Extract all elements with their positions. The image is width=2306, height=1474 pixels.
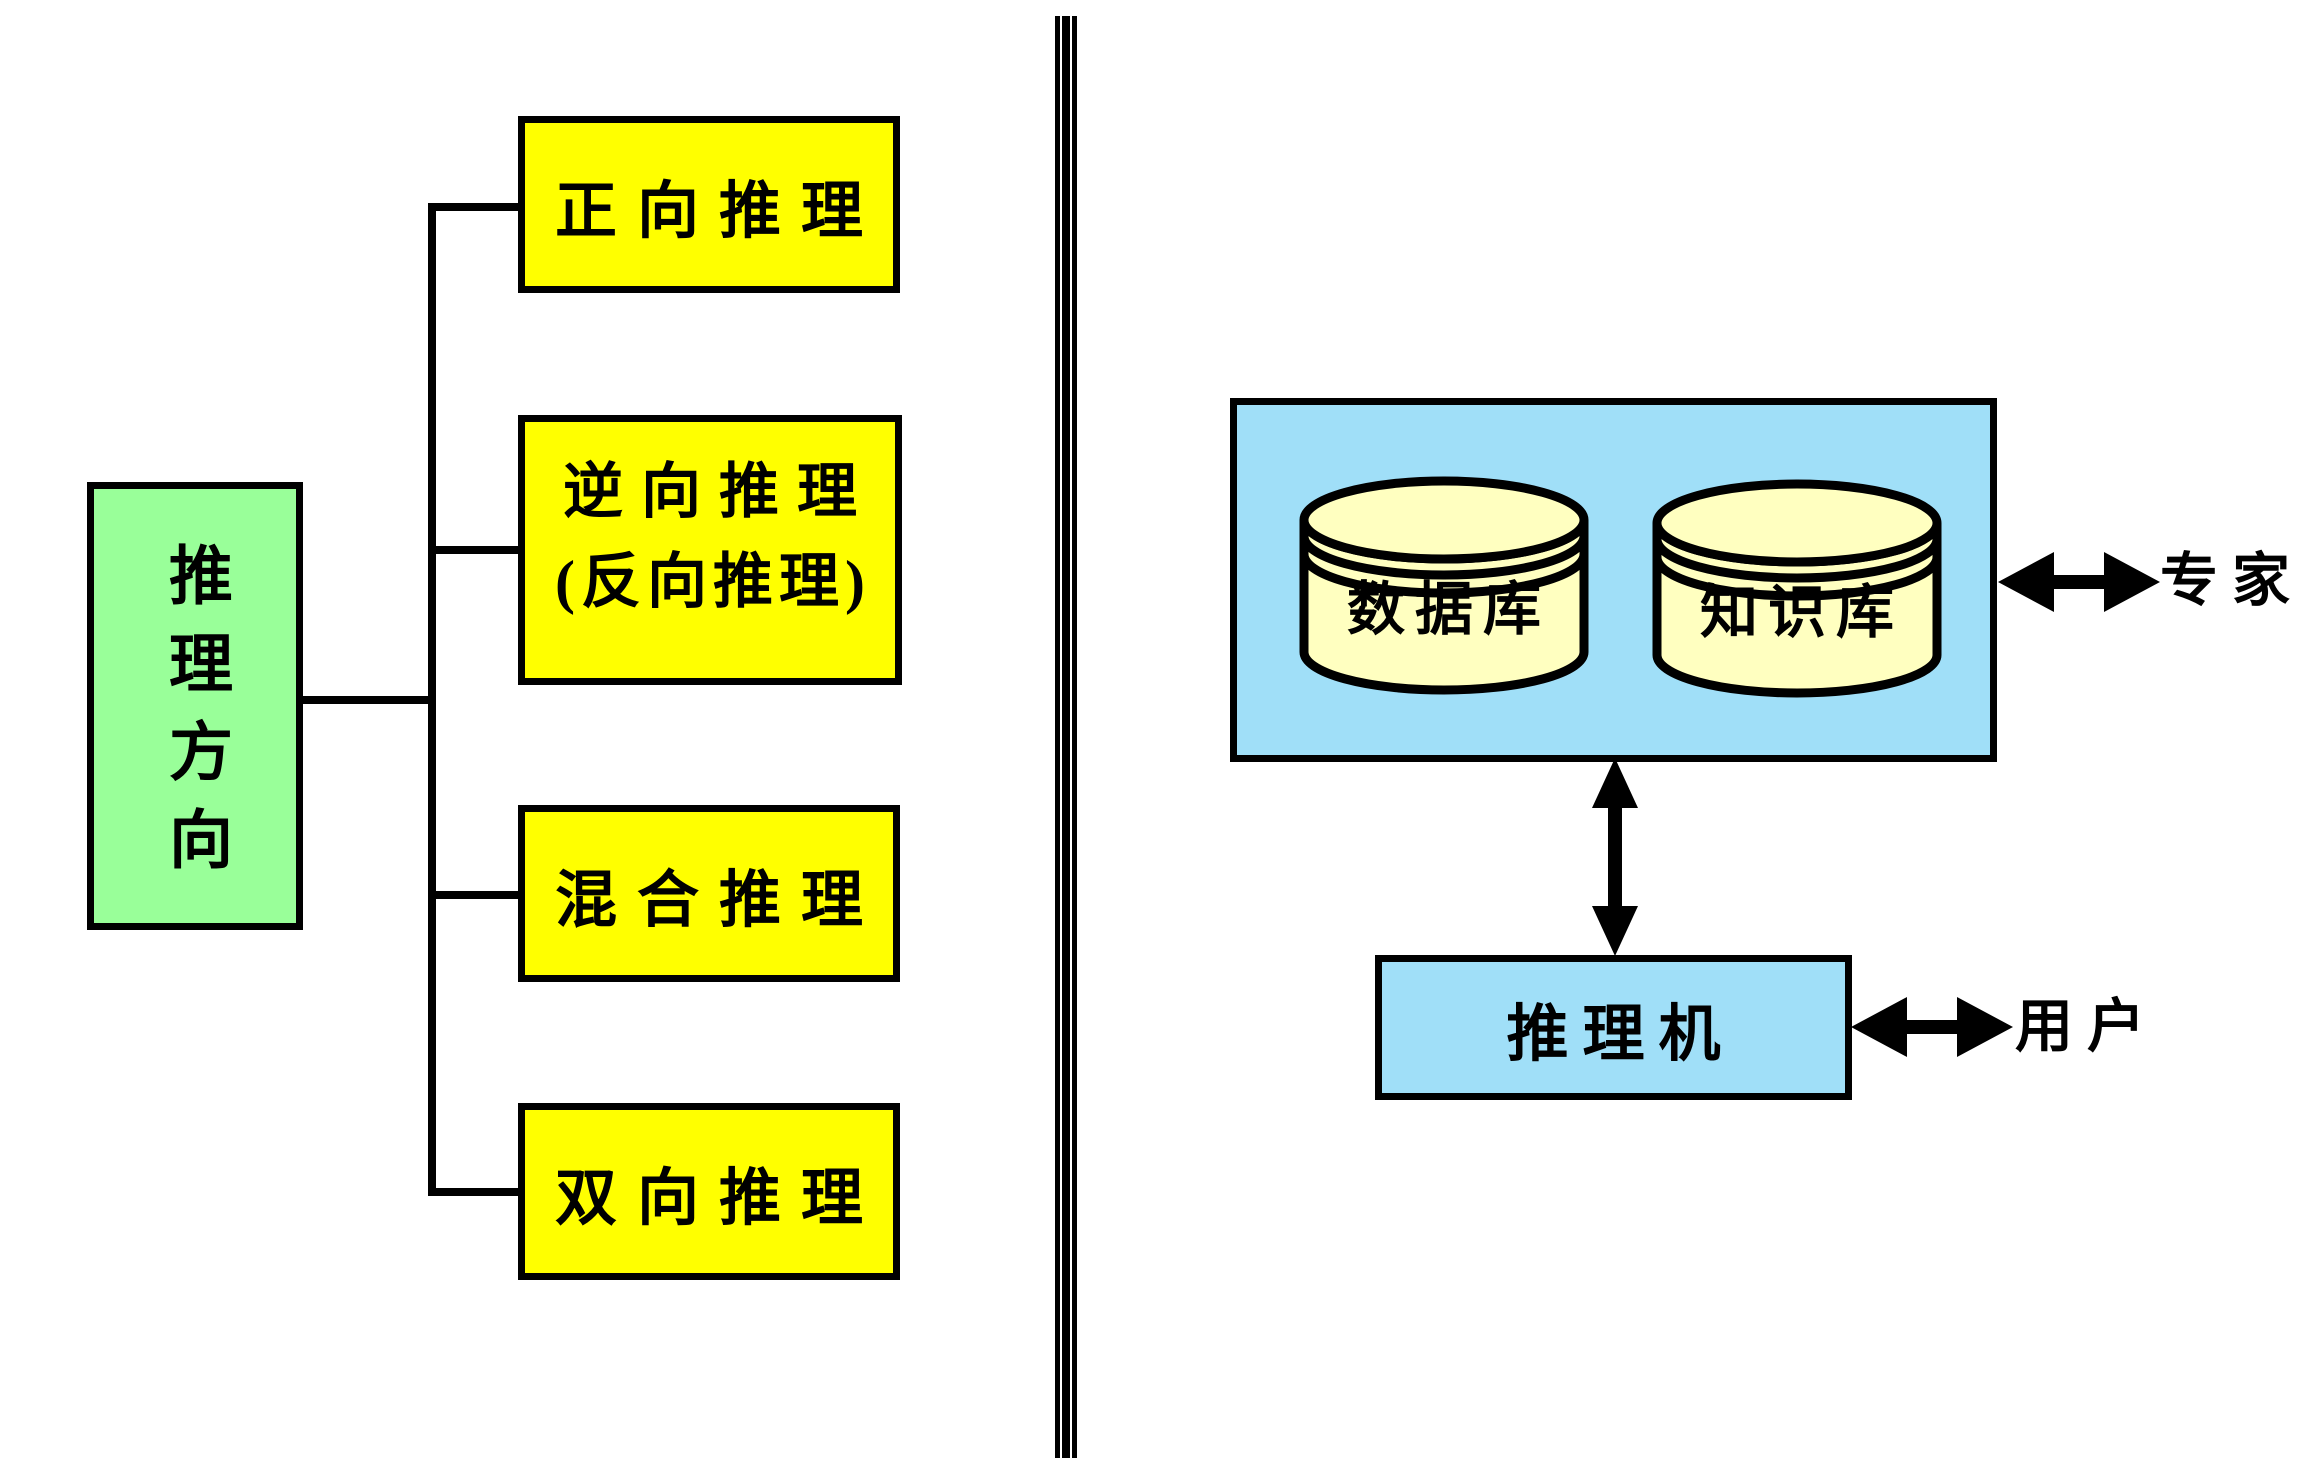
cylinder-rim-line (1652, 556, 1942, 601)
inference-engine-node: 推理机 (1375, 955, 1852, 1100)
section-divider (1055, 16, 1077, 1458)
cylinder-rim-line (1652, 538, 1942, 583)
cylinder-rim-line (1299, 553, 1589, 598)
database-label: 数据库 (1346, 577, 1551, 642)
branch-label-group: 逆向推理 (反向推理) (545, 447, 875, 627)
branch-label: 混合推理 (554, 866, 883, 935)
knowledge-base-label: 知识库 (1699, 580, 1904, 645)
tree-trunk-line (428, 203, 436, 1196)
divider-line (1062, 16, 1070, 1458)
branch-node-bidirectional-reasoning: 双向推理 (518, 1103, 900, 1280)
user-double-arrow-icon (1851, 997, 2013, 1057)
inference-engine-label: 推理机 (1506, 1000, 1735, 1069)
vertical-double-arrow-icon (1592, 758, 1638, 956)
connector-branch-bidirectional (428, 1188, 520, 1196)
double-arrow-shape (1592, 758, 1638, 956)
root-node-reasoning-direction: 推理方向 (87, 482, 303, 930)
double-arrow-shape (1998, 552, 2160, 612)
branch-node-forward-reasoning: 正向推理 (518, 116, 900, 293)
branch-label-line1: 逆向推理 (563, 459, 875, 525)
cylinder-top (1652, 479, 1942, 567)
expert-double-arrow-icon (1998, 552, 2160, 612)
root-node-label: 推理方向 (160, 542, 231, 894)
double-arrow-shape (1851, 997, 2013, 1057)
divider-line (1072, 16, 1077, 1458)
connector-branch-forward (428, 203, 520, 211)
branch-label: 双向推理 (554, 1164, 883, 1233)
user-label: 用户 (2015, 994, 2160, 1059)
cylinder-top (1299, 476, 1589, 564)
knowledge-base-cylinder-icon (1652, 479, 1942, 698)
connector-branch-backward (428, 546, 520, 554)
connector-branch-hybrid (428, 891, 520, 899)
database-cylinder-icon (1299, 476, 1589, 695)
branch-node-hybrid-reasoning: 混合推理 (518, 805, 900, 982)
cylinder-rim-line (1299, 535, 1589, 580)
branch-label-line2: (反向推理) (555, 549, 871, 615)
branch-label: 正向推理 (554, 177, 883, 246)
divider-line (1055, 16, 1060, 1458)
branch-node-backward-reasoning: 逆向推理 (反向推理) (518, 415, 902, 685)
connector-root (301, 696, 432, 704)
expert-label: 专家 (2160, 548, 2305, 613)
